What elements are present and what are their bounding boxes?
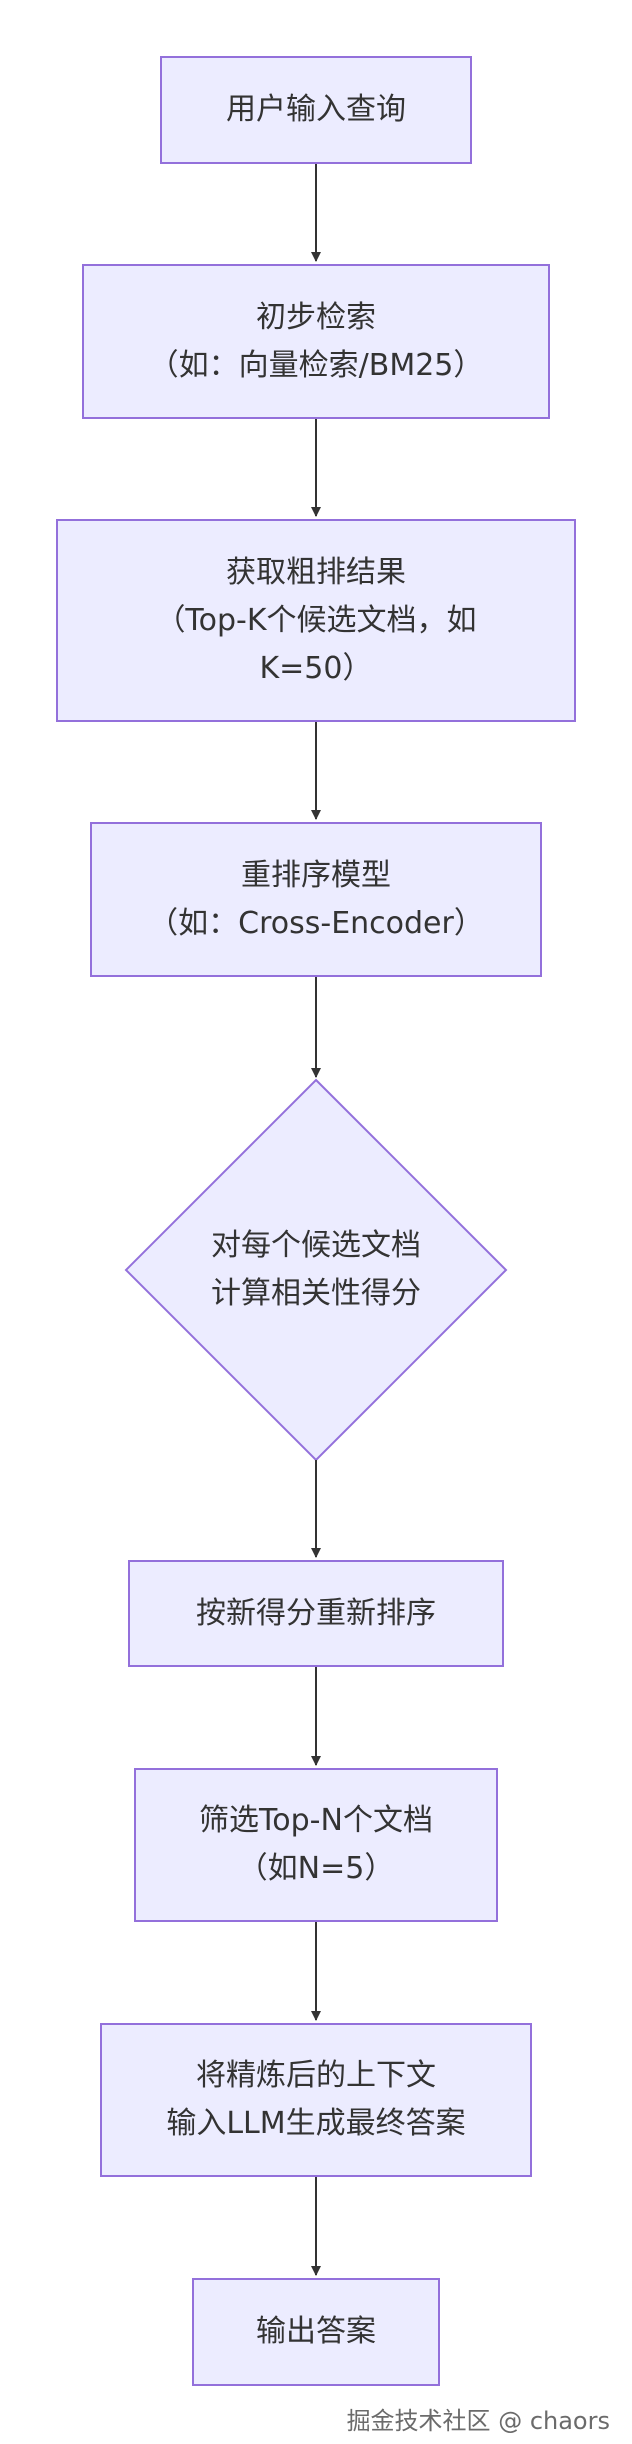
node-text: 输出答案 — [256, 2314, 376, 2349]
decision-diamond-label: 对每个候选文档 计算相关性得分 — [126, 1210, 506, 1330]
node-text: 将精炼后的上下文 — [196, 2058, 436, 2093]
node-coarse-results: 获取粗排结果 （Top-K个候选文档，如 K=50） — [56, 519, 576, 722]
node-rerank-model: 重排序模型 （如：Cross-Encoder） — [90, 822, 542, 977]
node-text: 按新得分重新排序 — [196, 1595, 436, 1631]
node-text: 输入LLM生成最终答案 — [166, 2106, 466, 2141]
node-text: 计算相关性得分 — [211, 1276, 421, 1311]
node-text: K=50） — [259, 650, 373, 686]
node-resort-by-score: 按新得分重新排序 — [128, 1560, 504, 1667]
node-text: 用户输入查询 — [226, 92, 406, 127]
node-text: 对每个候选文档 — [211, 1228, 421, 1263]
node-text: 初步检索 — [256, 299, 376, 335]
node-user-input-query: 用户输入查询 — [160, 56, 472, 164]
node-filter-top-n: 筛选Top-N个文档 （如N=5） — [134, 1768, 498, 1922]
node-text: （如：Cross-Encoder） — [148, 905, 484, 941]
node-text: （如N=5） — [237, 1851, 395, 1886]
node-initial-retrieval: 初步检索 （如：向量检索/BM25） — [82, 264, 550, 419]
node-text: （如：向量检索/BM25） — [148, 347, 484, 383]
node-output-answer: 输出答案 — [192, 2278, 440, 2386]
node-text: 重排序模型 — [241, 857, 391, 893]
node-text: 筛选Top-N个文档 — [199, 1803, 433, 1838]
node-text: 获取粗排结果 — [226, 554, 406, 590]
watermark-text: 掘金技术社区 @ chaors — [346, 2407, 610, 2435]
node-llm-generate: 将精炼后的上下文 输入LLM生成最终答案 — [100, 2023, 532, 2177]
node-text: （Top-K个候选文档，如 — [155, 602, 477, 638]
